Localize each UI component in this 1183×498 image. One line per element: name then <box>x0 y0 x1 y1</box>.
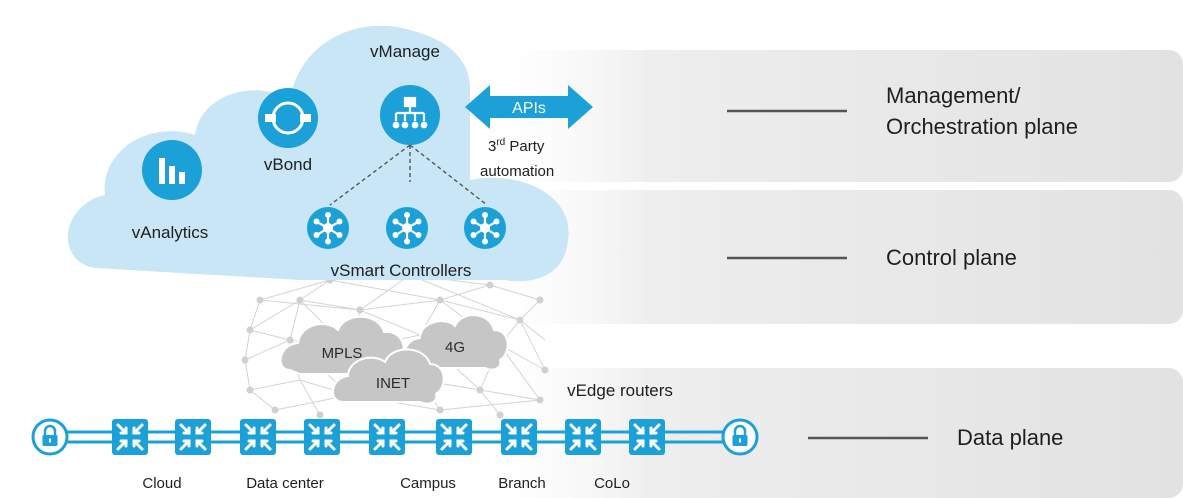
control-plane-label: Control plane <box>886 245 1017 270</box>
router-arrows-icon <box>173 417 213 457</box>
site-cloud: Cloud <box>142 475 181 492</box>
router-arrows-icon <box>563 417 603 457</box>
fourg-cloud <box>404 314 509 371</box>
vsmart-controller-3 <box>462 205 508 251</box>
management-plane-line1: Management/ <box>886 83 1021 108</box>
vanalytics-icon <box>142 140 202 200</box>
vedge-router <box>499 417 539 457</box>
vedge-router <box>563 417 603 457</box>
site-datacenter: Data center <box>246 475 324 492</box>
vbond-icon <box>258 88 318 148</box>
hub-network-icon <box>384 205 430 251</box>
vedge-router <box>434 417 474 457</box>
site-labels: Cloud Data center Campus Branch CoLo <box>142 475 630 492</box>
vmanage-label: vManage <box>370 42 440 61</box>
vedge-label: vEdge routers <box>567 381 673 400</box>
router-arrows-icon <box>434 417 474 457</box>
control-cloud <box>67 25 569 282</box>
inet-label: INET <box>376 375 410 392</box>
automation-label: automation <box>480 163 554 180</box>
site-colo: CoLo <box>594 475 630 492</box>
site-campus: Campus <box>400 475 456 492</box>
inet-cloud <box>332 348 445 405</box>
vedge-router <box>367 417 407 457</box>
vedge-routers <box>110 417 667 457</box>
transport-clouds: MPLS 4G INET <box>279 314 509 405</box>
vedge-router <box>110 417 150 457</box>
data-plane-label: Data plane <box>957 425 1063 450</box>
lock-right <box>721 418 759 456</box>
vsmart-label: vSmart Controllers <box>331 261 472 280</box>
vedge-router <box>302 417 342 457</box>
data-band <box>470 368 1183 498</box>
management-plane-line2: Orchestration plane <box>886 114 1078 139</box>
router-arrows-icon <box>302 417 342 457</box>
hub-network-icon <box>462 205 508 251</box>
vanalytics-label: vAnalytics <box>132 223 209 242</box>
router-arrows-icon <box>110 417 150 457</box>
apis-label: APIs <box>512 100 546 117</box>
vmanage-icon <box>380 85 440 145</box>
plane-labels: Management/ Orchestration plane Control … <box>727 83 1078 450</box>
mpls-label: MPLS <box>322 345 363 362</box>
vbond-label: vBond <box>264 155 312 174</box>
router-arrows-icon <box>627 417 667 457</box>
router-arrows-icon <box>238 417 278 457</box>
hub-network-icon <box>305 205 351 251</box>
fourg-label: 4G <box>445 339 465 356</box>
lock-icon <box>31 418 69 456</box>
lock-icon <box>721 418 759 456</box>
router-arrows-icon <box>367 417 407 457</box>
router-arrows-icon <box>499 417 539 457</box>
vmanage-to-vsmart-links <box>329 144 488 206</box>
lock-left <box>31 418 69 456</box>
vsmart-controller-2 <box>384 205 430 251</box>
vedge-router <box>627 417 667 457</box>
site-branch: Branch <box>498 475 546 492</box>
vedge-router <box>173 417 213 457</box>
third-party-label: 3rd Party <box>488 137 545 155</box>
apis-arrow: APIs <box>465 85 593 129</box>
management-band <box>470 50 1183 182</box>
vedge-router <box>238 417 278 457</box>
vsmart-controller-1 <box>305 205 351 251</box>
